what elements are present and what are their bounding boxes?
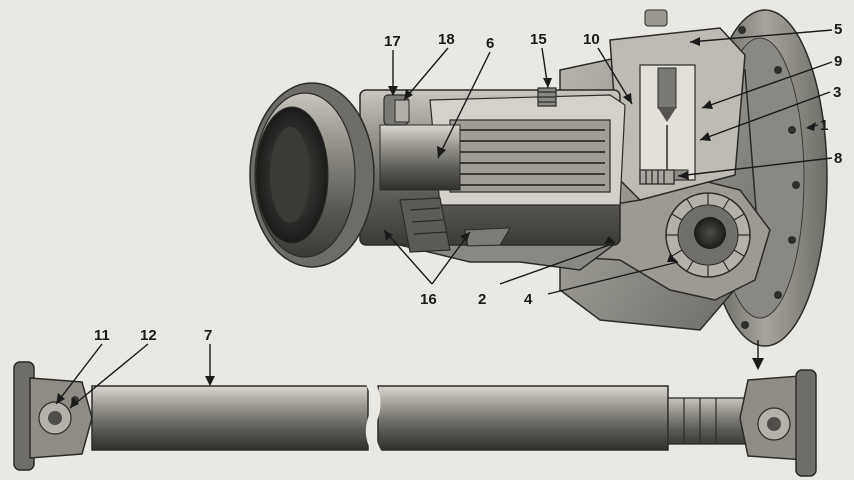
gear-splines <box>666 193 750 277</box>
callout-1: 1 <box>820 117 828 134</box>
splined-sleeve <box>449 119 611 193</box>
shaft-tube-left <box>91 385 369 451</box>
callout-7: 7 <box>204 327 212 344</box>
callout-5: 5 <box>834 21 842 38</box>
callout-12: 12 <box>140 327 157 344</box>
callout-18: 18 <box>438 31 455 48</box>
grease-fitting <box>537 87 557 107</box>
gear-bore <box>694 217 726 249</box>
leader-lines <box>55 29 833 409</box>
sleeve-splines <box>455 129 605 186</box>
shaft-tube-right <box>377 385 669 451</box>
callout-11: 11 <box>94 327 110 344</box>
callout-8: 8 <box>834 150 842 167</box>
shift-collar <box>399 197 451 253</box>
callout-17: 17 <box>384 33 401 50</box>
right-end-flange <box>795 369 817 477</box>
callout-4: 4 <box>524 291 533 308</box>
callout-3: 3 <box>833 84 841 101</box>
callout-16: 16 <box>420 291 437 308</box>
shaft-break-mark <box>365 384 382 452</box>
callout-6: 6 <box>486 35 494 52</box>
poppet-plunger <box>657 67 677 109</box>
detent-spring <box>639 169 675 185</box>
callout-15: 15 <box>530 31 547 48</box>
callout-9: 9 <box>834 53 842 70</box>
leader-arrowheads <box>56 37 816 408</box>
inner-shaft <box>379 124 461 191</box>
callout-10: 10 <box>583 31 600 48</box>
callout-2: 2 <box>478 291 486 308</box>
flange-bolt-holes <box>738 26 800 329</box>
propeller-shaft-assembly <box>13 361 817 477</box>
callout-labels: 1 2 3 4 5 6 7 8 9 10 11 12 15 16 17 18 <box>94 21 842 344</box>
transfer-case-assembly <box>249 9 828 347</box>
